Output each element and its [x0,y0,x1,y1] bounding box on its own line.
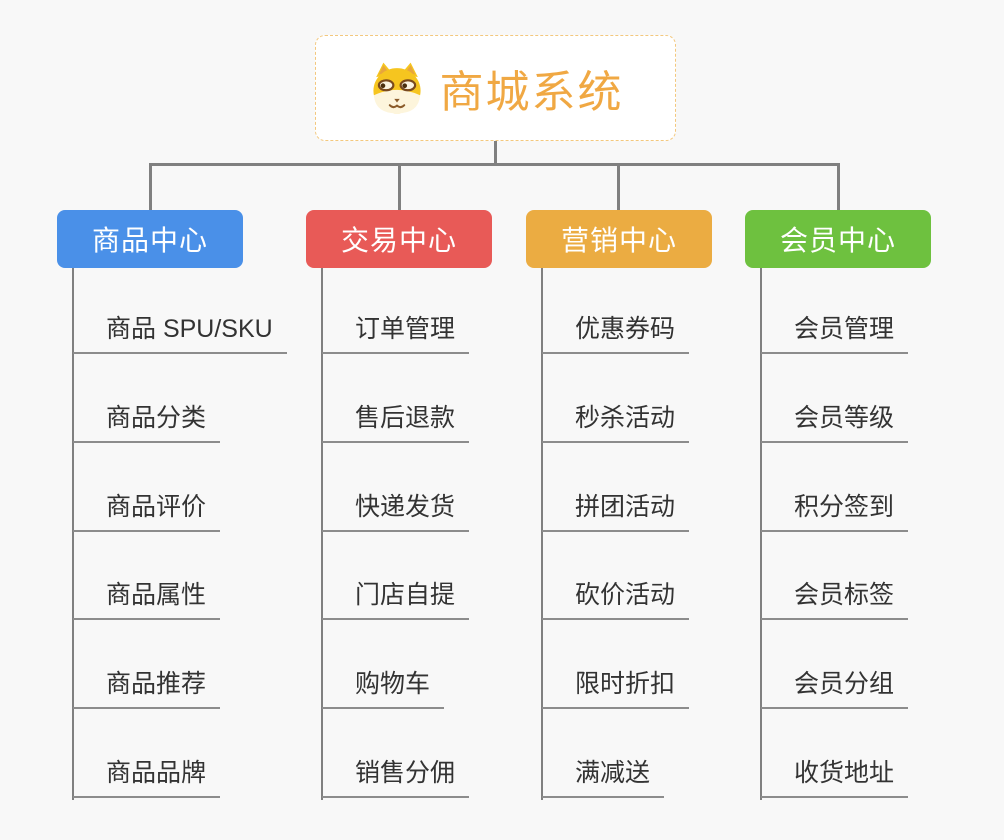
leaf-node[interactable]: 售后退款 [322,354,470,443]
leaf-node[interactable]: 限时折扣 [542,620,690,710]
leaf-node[interactable]: 秒杀活动 [542,354,690,443]
leaf-node[interactable]: 商品分类 [73,354,221,443]
connector-stub-marketing [617,163,620,211]
connector-horizontal [149,163,840,166]
leaf-node[interactable]: 会员等级 [761,354,909,443]
branch-vline [541,268,543,800]
leaf-node[interactable]: 积分签到 [761,443,909,532]
leaf-label: 售后退款 [355,403,456,432]
leaf-node[interactable]: 优惠券码 [542,268,690,354]
branch-vline [760,268,762,800]
branch-product-center: 商品中心 商品 SPU/SKU 商品分类 商品评价 商品属性 商品推荐 商品品牌 [57,210,297,800]
leaf-node[interactable]: 门店自提 [322,532,470,621]
leaf-label: 门店自提 [355,581,456,610]
connector-stub-product [149,163,152,211]
root-title: 商城系统 [439,68,624,117]
leaf-label: 会员管理 [794,315,895,343]
leaf-label: 拼团活动 [575,492,676,521]
leaf-label: 优惠券码 [575,315,676,343]
branch-header-member[interactable]: 会员中心 [745,210,931,268]
leaf-label: 会员等级 [794,403,895,432]
branch-leaves: 会员管理 会员等级 积分签到 会员标签 会员分组 收货地址 [745,268,985,798]
shiba-dog-icon [372,62,421,114]
root-node[interactable]: 商城系统 [315,35,676,141]
leaf-label: 商品品牌 [106,758,207,787]
leaf-label: 会员标签 [794,581,895,610]
connector-root-stub [494,141,497,165]
leaf-node[interactable]: 拼团活动 [542,443,690,532]
branch-vline [72,268,74,800]
leaf-label: 商品属性 [106,581,207,610]
leaf-node[interactable]: 快递发货 [322,443,470,532]
leaf-node[interactable]: 商品 SPU/SKU [73,268,287,354]
leaf-label: 订单管理 [355,315,456,343]
leaf-node[interactable]: 收货地址 [761,709,909,798]
leaf-node[interactable]: 会员标签 [761,532,909,621]
leaf-label: 满减送 [575,758,651,787]
connector-stub-member [837,163,840,211]
leaf-label: 购物车 [355,670,431,699]
connector-stub-trade [398,163,401,211]
branch-vline [321,268,323,800]
leaf-label: 商品评价 [106,492,207,521]
leaf-label: 会员分组 [794,670,895,699]
branch-leaves: 商品 SPU/SKU 商品分类 商品评价 商品属性 商品推荐 商品品牌 [57,268,297,798]
leaf-node[interactable]: 会员管理 [761,268,909,354]
leaf-node[interactable]: 砍价活动 [542,532,690,621]
branch-header-trade[interactable]: 交易中心 [306,210,492,268]
leaf-label: 秒杀活动 [575,403,676,432]
leaf-node[interactable]: 商品推荐 [73,620,221,710]
leaf-label: 快递发货 [355,492,456,521]
leaf-node[interactable]: 满减送 [542,709,665,798]
branch-header-product[interactable]: 商品中心 [57,210,243,268]
leaf-label: 商品推荐 [106,670,207,699]
leaf-node[interactable]: 订单管理 [322,268,470,354]
leaf-label: 商品 SPU/SKU [106,315,273,343]
branch-leaves: 优惠券码 秒杀活动 拼团活动 砍价活动 限时折扣 满减送 [526,268,766,798]
branch-header-marketing[interactable]: 营销中心 [526,210,712,268]
leaf-node[interactable]: 商品属性 [73,532,221,621]
branch-leaves: 订单管理 售后退款 快递发货 门店自提 购物车 销售分佣 [306,268,546,798]
leaf-label: 积分签到 [794,492,895,521]
branch-trade-center: 交易中心 订单管理 售后退款 快递发货 门店自提 购物车 销售分佣 [306,210,546,800]
leaf-label: 限时折扣 [575,670,676,699]
leaf-node[interactable]: 商品品牌 [73,709,221,798]
leaf-label: 砍价活动 [575,581,676,610]
leaf-node[interactable]: 销售分佣 [322,709,470,798]
leaf-label: 商品分类 [106,403,207,432]
leaf-node[interactable]: 商品评价 [73,443,221,532]
leaf-node[interactable]: 会员分组 [761,620,909,710]
leaf-node[interactable]: 购物车 [322,620,445,710]
leaf-label: 销售分佣 [355,758,456,787]
branch-marketing-center: 营销中心 优惠券码 秒杀活动 拼团活动 砍价活动 限时折扣 满减送 [526,210,766,800]
branch-member-center: 会员中心 会员管理 会员等级 积分签到 会员标签 会员分组 收货地址 [745,210,985,800]
leaf-label: 收货地址 [794,758,895,787]
